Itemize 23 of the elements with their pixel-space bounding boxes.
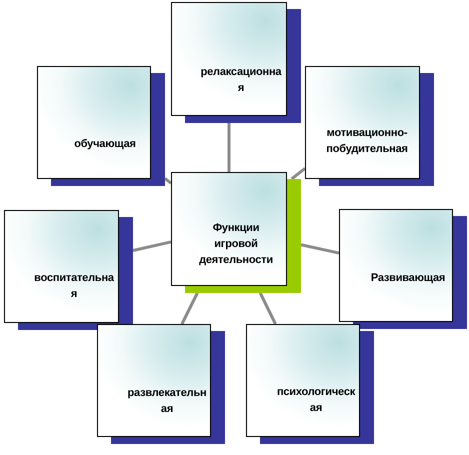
- box-text: Развивающая: [370, 271, 446, 286]
- connector-line: [164, 177, 172, 184]
- function-box: [246, 324, 374, 444]
- function-box: [339, 209, 467, 329]
- function-box: [97, 324, 225, 444]
- box-text: психологическая: [276, 385, 356, 416]
- function-box: [305, 66, 434, 186]
- box-text: Функции игровой деятельности: [198, 221, 274, 268]
- connector-line: [180, 292, 199, 325]
- connector-line: [132, 240, 172, 252]
- box-text: релаксационная: [200, 65, 282, 96]
- box-text: мотивационно-побудительная: [325, 126, 409, 157]
- box-text: воспитательная: [33, 271, 115, 302]
- function-box: [4, 210, 133, 330]
- connector-line: [228, 123, 230, 172]
- function-box: [171, 2, 301, 123]
- connector-line: [300, 243, 340, 254]
- central-box: [171, 172, 301, 293]
- box-text: развлекательная: [126, 386, 208, 417]
- function-box: [37, 66, 165, 186]
- connector-line: [258, 292, 277, 325]
- box-text: обучающая: [74, 137, 136, 152]
- connector-line: [290, 167, 306, 180]
